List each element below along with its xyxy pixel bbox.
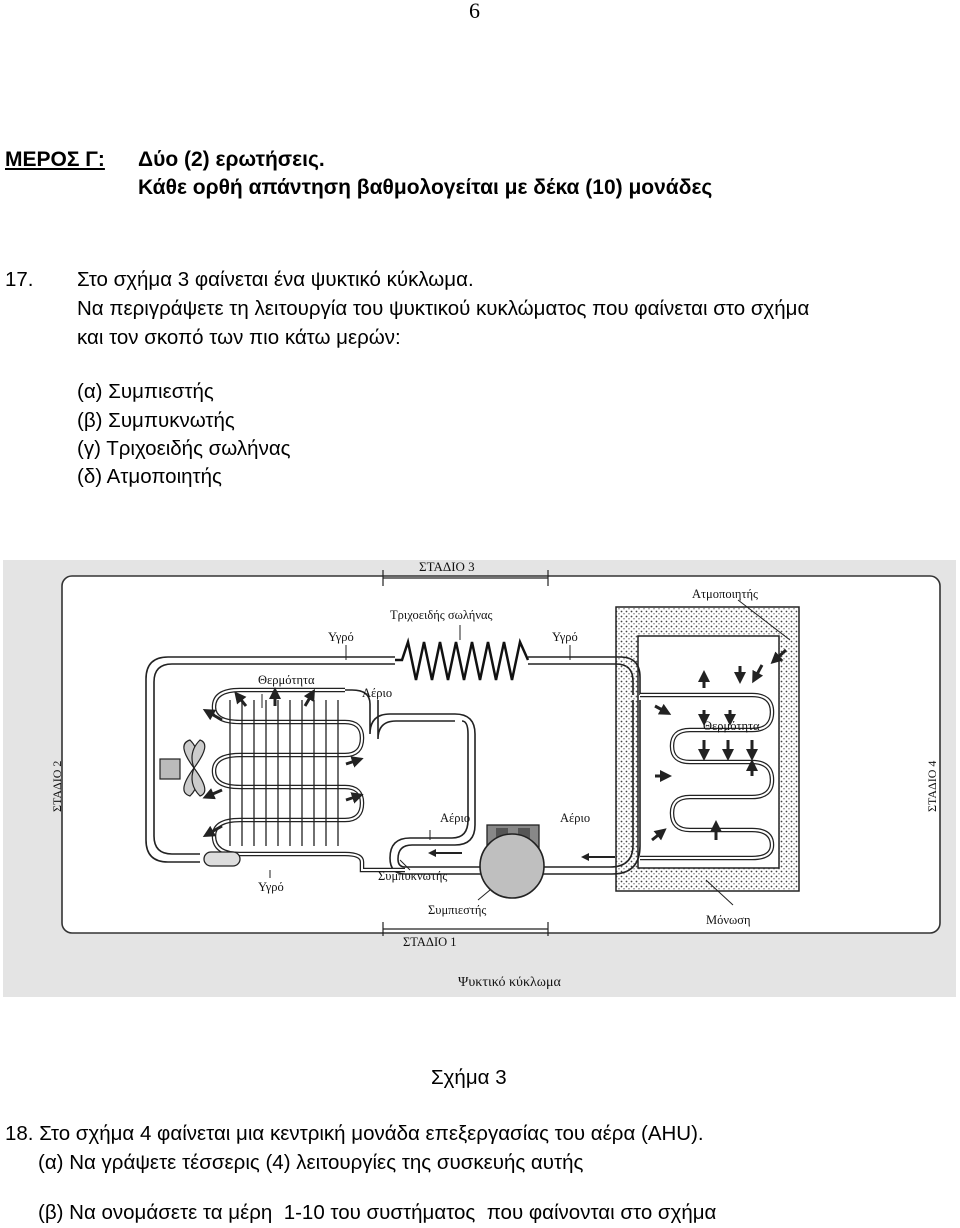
condenser-fins <box>229 700 339 846</box>
label-gas-top: Αέριο <box>362 686 392 700</box>
q17-line-1: Στο σχήμα 3 φαίνεται ένα ψυκτικό κύκλωμα… <box>77 268 474 291</box>
label-heat-right: Θερμότητα <box>703 719 760 733</box>
label-evaporator: Ατμοποιητής <box>692 587 758 601</box>
leader-lines <box>261 599 791 906</box>
label-condenser: Συμπυκνωτής <box>378 869 447 883</box>
q17-line-2: Να περιγράψετε τη λειτουργία του ψυκτικο… <box>77 297 810 320</box>
label-liquid-right: Υγρό <box>552 630 578 644</box>
q18-line-3: (β) Να ονομάσετε τα μέρη 1-10 του συστήμ… <box>38 1201 717 1224</box>
figure-caption: Σχήμα 3 <box>431 1066 507 1089</box>
evaporator-coil-inner <box>640 694 774 859</box>
label-gas-mid-right: Αέριο <box>560 811 590 825</box>
q17-item-d: (δ) Ατμοποιητής <box>77 465 222 488</box>
refrigeration-cycle-diagram: ΣΤΑΔΙΟ 3 Τριχοειδής σωλήνας Ατμοποιητής … <box>3 559 956 997</box>
refrigerant-loop <box>145 656 641 875</box>
condenser-coil-inner <box>212 689 405 871</box>
compressor-icon <box>479 824 545 899</box>
fan-icon <box>159 739 206 797</box>
label-stage-1: ΣΤΑΔΙΟ 1 <box>403 935 457 949</box>
q17-line-3: και τον σκοπό των πιο κάτω μερών: <box>77 326 401 349</box>
figure-title: Ψυκτικό κύκλωμα <box>458 975 562 990</box>
label-stage-4: ΣΤΑΔΙΟ 4 <box>925 761 939 812</box>
label-liquid-bottom: Υγρό <box>258 880 284 894</box>
label-insulation: Μόνωση <box>706 913 751 927</box>
stage1-dimension <box>382 922 549 936</box>
filter-drier <box>203 851 241 867</box>
evaporator-heat-arrows <box>651 648 788 842</box>
label-heat-left: Θερμότητα <box>258 673 315 687</box>
part-label: ΜΕΡΟΣ Γ: <box>5 148 105 171</box>
label-stage-2: ΣΤΑΔΙΟ 2 <box>50 761 64 812</box>
page-number: 6 <box>469 0 480 23</box>
label-liquid-left: Υγρό <box>328 630 354 644</box>
condenser-heat-arrows <box>202 687 364 837</box>
label-stage-3: ΣΤΑΔΙΟ 3 <box>419 559 475 574</box>
label-capillary: Τριχοειδής σωλήνας <box>390 608 493 622</box>
q18-line-1: 18. Στο σχήμα 4 φαίνεται μια κεντρική μο… <box>5 1122 704 1145</box>
part-title: Δύο (2) ερωτήσεις. <box>138 148 325 171</box>
flow-arrows <box>428 849 615 861</box>
label-compressor: Συμπιεστής <box>428 903 486 917</box>
q18-line-2: (α) Να γράψετε τέσσερις (4) λειτουργίες … <box>38 1151 584 1174</box>
part-subtitle: Κάθε ορθή απάντηση βαθμολογείται με δέκα… <box>138 176 713 199</box>
stage3-dimension <box>382 570 549 586</box>
q17-item-b: (β) Συμπυκνωτής <box>77 409 235 432</box>
capillary-coil <box>395 637 530 681</box>
label-gas-mid-left: Αέριο <box>440 811 470 825</box>
q17-item-c: (γ) Τριχοειδής σωλήνας <box>77 437 291 460</box>
q17-number: 17. <box>5 268 34 291</box>
q17-item-a: (α) Συμπιεστής <box>77 380 214 403</box>
